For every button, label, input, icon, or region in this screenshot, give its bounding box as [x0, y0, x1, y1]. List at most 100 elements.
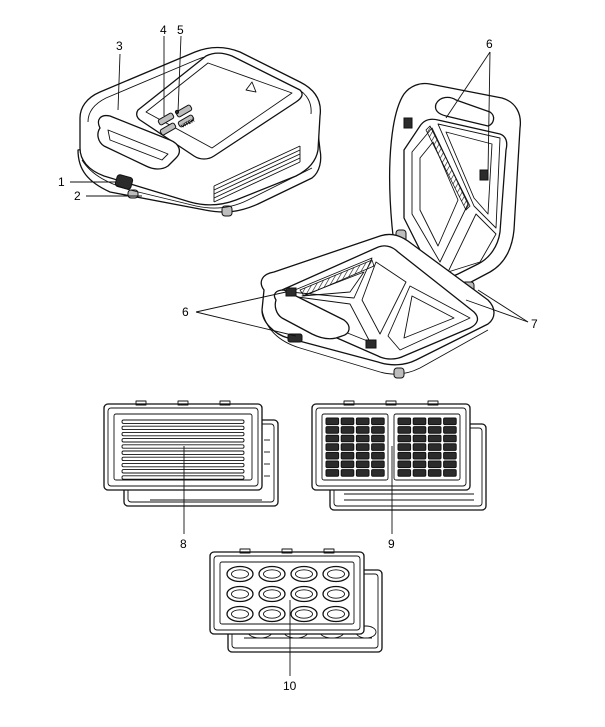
waffle-cell [340, 443, 355, 451]
label-6-top: 6 [486, 37, 493, 51]
waffle-cell [371, 426, 385, 434]
oval-cell-inner [231, 609, 249, 619]
oval-cell-inner [327, 569, 345, 579]
label-1: 1 [58, 175, 65, 189]
waffle-cell [412, 451, 427, 460]
ready-indicator [159, 122, 177, 136]
label-4: 4 [160, 23, 167, 37]
waffle-cell [397, 426, 412, 434]
grill-ridge [121, 425, 245, 431]
waffle-cell [325, 443, 340, 451]
label-7: 7 [531, 317, 538, 331]
waffle-cell [397, 460, 412, 469]
grill-ridge [121, 456, 245, 462]
grill-plates [103, 400, 279, 507]
grill-ridge [121, 431, 245, 437]
oval-cell-inner [263, 589, 281, 599]
waffle-cell [355, 469, 370, 477]
waffle-cell [397, 434, 412, 443]
waffle-cell [412, 443, 427, 451]
waffle-cell [355, 434, 370, 443]
warning-triangle-icon [245, 81, 257, 93]
oval-cell-inner [263, 569, 281, 579]
oval-cells [226, 565, 350, 623]
label-5: 5 [177, 23, 184, 37]
waffle-cell [412, 434, 427, 443]
control-panel [136, 52, 303, 160]
oval-cell [322, 565, 350, 583]
grill-ridge [121, 475, 245, 480]
waffle-cell [371, 460, 385, 469]
waffle-cell [340, 469, 355, 477]
label-9: 9 [388, 537, 395, 551]
waffle-cell [427, 443, 442, 451]
grill-ridge [121, 462, 245, 468]
waffle-cell [371, 434, 385, 443]
grill-ridge [121, 419, 245, 424]
waffle-cell [325, 417, 340, 426]
waffle-cell [412, 426, 427, 434]
waffle-cell [443, 443, 457, 451]
oval-cell [258, 585, 286, 603]
waffle-cell [325, 451, 340, 460]
oval-cell-inner [231, 589, 249, 599]
waffle-plates [311, 400, 487, 511]
grill-ridge [121, 444, 245, 449]
oval-cell-inner [231, 569, 249, 579]
oval-plates [209, 548, 383, 653]
oval-cell [290, 605, 318, 623]
oval-cell-inner [263, 609, 281, 619]
waffle-cell [443, 469, 457, 477]
waffle-cell [412, 469, 427, 477]
closed-appliance: VITEK [77, 46, 322, 217]
grill-ridge [121, 438, 245, 443]
waffle-cell [427, 434, 442, 443]
oval-cell [226, 565, 254, 583]
grill-ridge [121, 450, 245, 455]
waffle-cell [397, 469, 412, 477]
waffle-cells [325, 417, 457, 477]
waffle-cell [371, 451, 385, 460]
grill-ridges [121, 419, 245, 480]
waffle-cell [340, 460, 355, 469]
plate-clip [285, 287, 297, 297]
waffle-cell [443, 426, 457, 434]
oval-cell [226, 585, 254, 603]
open-appliance [260, 82, 522, 379]
waffle-cell [355, 426, 370, 434]
callout-labels: 1 2 3 4 5 6 6 7 8 9 10 [58, 23, 538, 693]
waffle-cell [397, 443, 412, 451]
waffle-cell [325, 426, 340, 434]
waffle-cell [412, 460, 427, 469]
waffle-cell [355, 443, 370, 451]
leader-lines [70, 35, 529, 676]
oval-cell-inner [327, 609, 345, 619]
foot [221, 205, 233, 217]
waffle-cell [443, 434, 457, 443]
waffle-cell [371, 417, 385, 426]
waffle-cell [325, 434, 340, 443]
plate-clip [479, 169, 489, 181]
waffle-cell [443, 460, 457, 469]
grill-ridges-back [150, 439, 270, 501]
waffle-cell [340, 417, 355, 426]
waffle-cell [355, 451, 370, 460]
waffle-cell [427, 417, 442, 426]
waffle-cell [355, 417, 370, 426]
label-2: 2 [74, 189, 81, 203]
label-6-bottom: 6 [182, 305, 189, 319]
waffle-cell [443, 417, 457, 426]
latch [287, 333, 303, 343]
waffle-cell [427, 460, 442, 469]
grill-plate-front [103, 403, 263, 491]
power-indicator [157, 112, 175, 126]
plate-clip [365, 339, 377, 349]
vent-grille [213, 145, 301, 203]
oval-cell [226, 605, 254, 623]
waffle-cell [340, 426, 355, 434]
oval-cell [322, 605, 350, 623]
label-10: 10 [283, 679, 297, 693]
oval-cell-inner [327, 589, 345, 599]
waffle-cell [443, 451, 457, 460]
